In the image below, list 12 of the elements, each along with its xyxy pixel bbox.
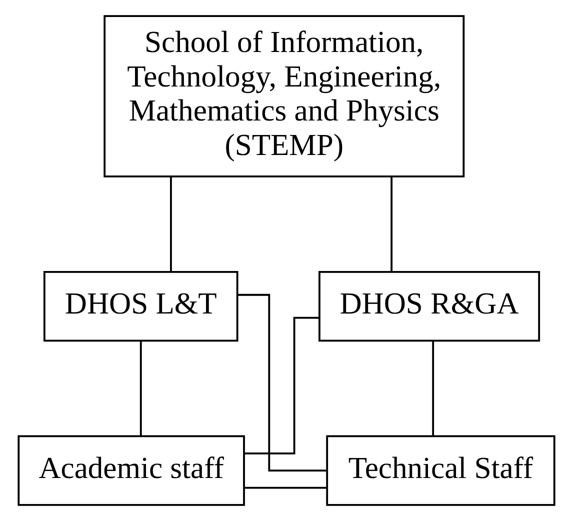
connector <box>170 176 172 272</box>
node-box: Academic staff <box>18 435 245 506</box>
node-box: Technical Staff <box>326 435 556 506</box>
connector <box>244 316 320 454</box>
node-box: School of Information, Technology, Engineering, Mathematics and Physics (STEMP) <box>104 15 465 178</box>
node-box: DHOS R&GA <box>318 271 540 342</box>
connector <box>140 341 142 436</box>
connector <box>244 486 327 489</box>
connector <box>432 341 434 436</box>
connector <box>237 294 326 472</box>
node-box: DHOS L&T <box>43 271 238 342</box>
connector <box>390 176 392 272</box>
